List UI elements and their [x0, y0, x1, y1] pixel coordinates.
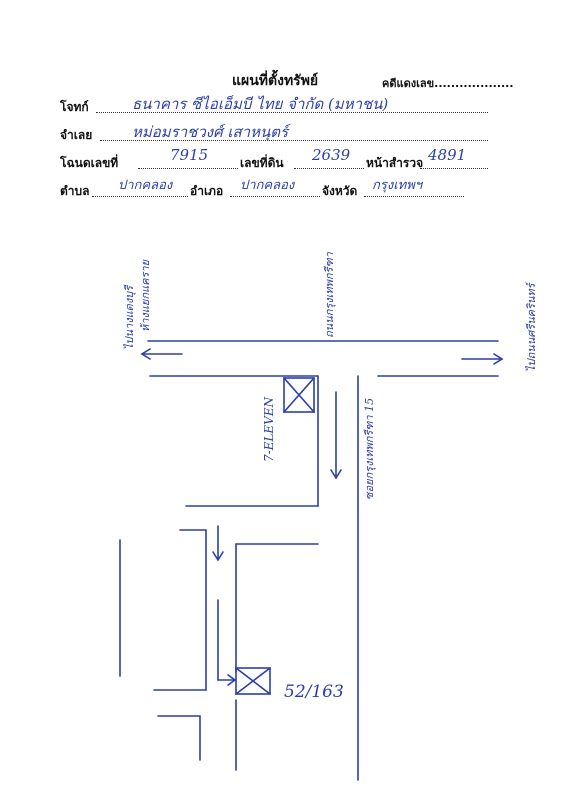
store-box	[283, 377, 315, 413]
house-number: 52/163	[284, 682, 344, 702]
survey-dotted-line	[420, 168, 488, 169]
land-value: 2639	[312, 146, 351, 164]
right-direction-label: ไปถนนศรีนครินทร์	[525, 283, 538, 372]
property-box	[235, 667, 271, 695]
land-label: เลขที่ดิน	[240, 156, 284, 170]
soi-arrow-head	[330, 469, 342, 480]
survey-value: 4891	[428, 146, 467, 164]
plaintiff-value: ธนาคาร ซีไอเอ็มบี ไทย จำกัด (มหาชน)	[132, 95, 389, 113]
deed-dotted-line	[138, 168, 238, 169]
subdistrict-value: ปากคลอง	[118, 178, 173, 193]
left-direction-label-2: ห้างแยกแคราย	[139, 260, 152, 332]
defendant-value: หม่อมราชวงศ์ เสาหนุตร์	[132, 123, 289, 141]
case-label: คดีแดงเลข	[382, 77, 435, 90]
page-title: แผนที่ตั้งทรัพย์	[232, 73, 319, 89]
defendant-label: จำเลย	[60, 128, 93, 142]
arrow-right-head	[493, 353, 504, 365]
deed-value: 7915	[170, 146, 209, 164]
soi-label: ซอยกรุงเทพกรีฑา 15	[363, 397, 376, 500]
land-dotted-line	[294, 168, 364, 169]
district-value: ปากคลอง	[240, 178, 295, 193]
path-arrow-head	[212, 551, 224, 562]
case-value: ...................	[434, 77, 514, 90]
plaintiff-dotted-line	[96, 112, 488, 113]
property-box-cross-b	[235, 667, 271, 695]
deed-label: โฉนดเลขที่	[60, 156, 119, 170]
path-turn-head	[227, 674, 237, 686]
store-box-cross-b	[283, 377, 315, 413]
arrow-left-head	[140, 348, 151, 360]
survey-label: หน้าสำรวจ	[366, 156, 424, 170]
store-label: 7-ELEVEN	[262, 396, 276, 462]
defendant-dotted-line	[100, 140, 488, 141]
district-dotted-line	[230, 196, 320, 197]
province-dotted-line	[364, 196, 464, 197]
subdistrict-label: ตำบล	[60, 184, 90, 198]
subdistrict-dotted-line	[92, 196, 188, 197]
main-road-label: ถนนกรุงเทพกรีฑา	[323, 252, 336, 338]
plaintiff-label: โจทก์	[60, 100, 89, 114]
case-number: คดีแดงเลข...................	[382, 74, 514, 92]
province-label: จังหวัด	[322, 184, 358, 198]
province-value: กรุงเทพฯ	[372, 178, 423, 193]
district-label: อำเภอ	[190, 184, 224, 198]
